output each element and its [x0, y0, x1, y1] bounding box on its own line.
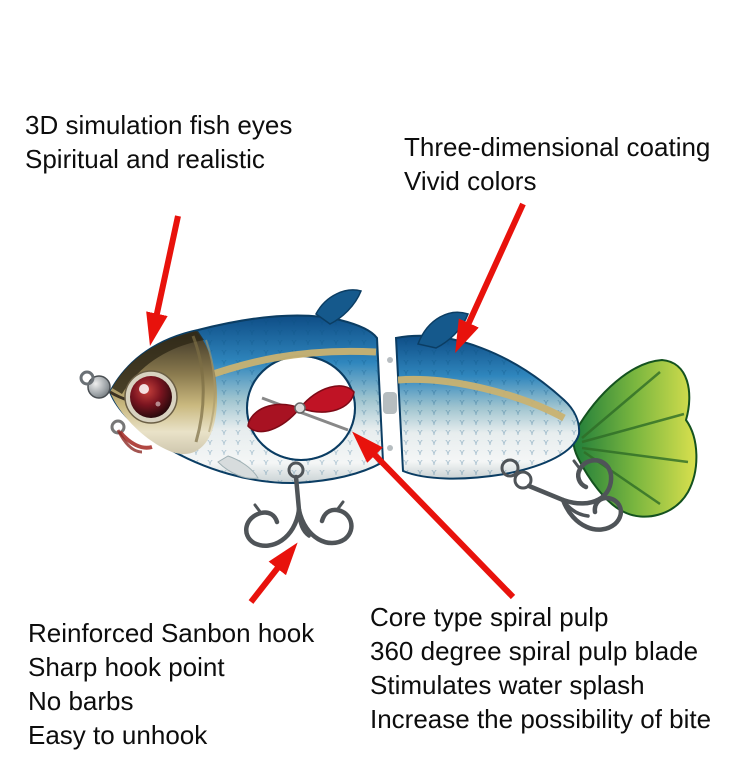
label-line: 360 degree spiral pulp blade: [370, 636, 699, 666]
label-spiral-pulp: Core type spiral pulp 360 degree spiral …: [370, 600, 711, 736]
label-coating: Three-dimensional coating Vivid colors: [404, 130, 710, 198]
label-line: Spiritual and realistic: [25, 144, 265, 174]
label-line: Core type spiral pulp: [370, 602, 609, 632]
fish-eye: [130, 376, 172, 418]
label-line: No barbs: [28, 686, 134, 716]
label-line: 3D simulation fish eyes: [25, 110, 293, 140]
head: [109, 331, 218, 455]
arrow-to-spinner: [352, 431, 516, 600]
line-tie-eyelet: [79, 370, 95, 386]
rear-body: [394, 311, 581, 480]
label-line: Sharp hook point: [28, 652, 225, 682]
label-line: Vivid colors: [404, 166, 537, 196]
arrow-to-hook: [248, 542, 298, 604]
nose-hardware: [79, 370, 153, 454]
annotation-arrows: [146, 202, 526, 604]
tail-fin: [572, 358, 698, 518]
arrow-to-eye: [146, 215, 181, 346]
pelvic-fin: [217, 455, 259, 479]
front-treble-hook: [244, 461, 354, 548]
fish-lure: [79, 289, 698, 548]
spinner-blade: [247, 385, 355, 433]
joint-hinge: [383, 357, 397, 451]
label-hook: Reinforced Sanbon hook Sharp hook point …: [28, 616, 314, 752]
label-line: Easy to unhook: [28, 720, 208, 750]
label-line: Increase the possibility of bite: [370, 704, 712, 734]
arrow-to-coating: [455, 202, 526, 354]
label-line: Reinforced Sanbon hook: [28, 618, 315, 648]
label-fish-eyes: 3D simulation fish eyes Spiritual and re…: [25, 108, 292, 176]
lateral-stripe-front: [200, 347, 377, 382]
gill-line: [191, 335, 205, 443]
rear-treble-hook: [500, 458, 624, 532]
front-dorsal-fin: [315, 289, 363, 325]
label-line: Stimulates water splash: [370, 670, 645, 700]
label-line: Three-dimensional coating: [404, 132, 711, 162]
lateral-stripe-rear: [397, 375, 566, 422]
